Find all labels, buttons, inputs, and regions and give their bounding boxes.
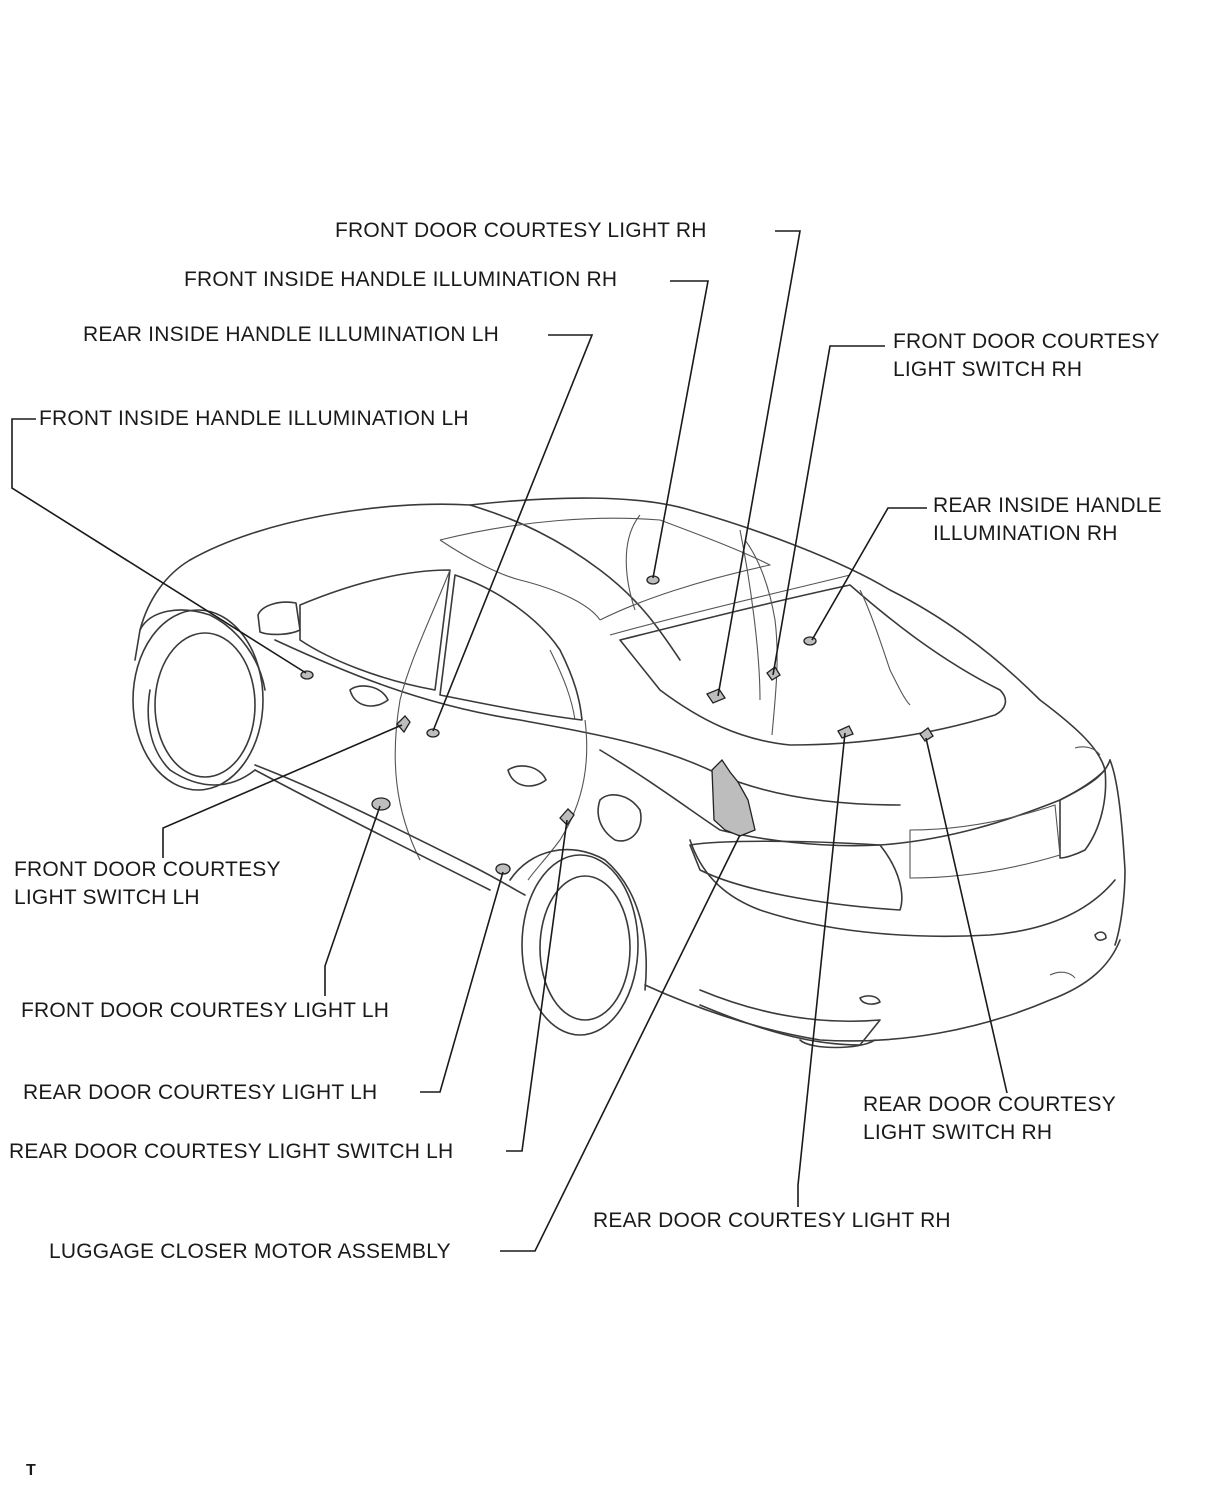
leader-rear-door-courtesy-light-switch-rh <box>925 737 1008 1094</box>
leader-front-inside-handle-illumination-rh <box>652 280 709 579</box>
label-front-inside-handle-illumination-rh: FRONT INSIDE HANDLE ILLUMINATION RH <box>184 268 618 291</box>
marker-front-inside-handle-illumination-lh <box>300 670 314 680</box>
marker-rear-inside-handle-illumination-rh <box>803 636 817 646</box>
marker-front-door-courtesy-light-lh <box>371 797 391 811</box>
leader-lines <box>11 230 1008 1252</box>
leader-rear-door-courtesy-light-lh <box>420 871 504 1093</box>
label-rear-inside-handle-illumination-rh: REAR INSIDE HANDLE ILLUMINATION RH <box>933 492 1162 548</box>
leader-rear-door-courtesy-light-switch-lh <box>506 819 568 1152</box>
label-line: LIGHT SWITCH RH <box>863 1121 1053 1144</box>
marker-rear-door-courtesy-light-switch-rh <box>919 727 934 742</box>
leader-rear-inside-handle-illumination-rh <box>811 507 927 641</box>
label-rear-door-courtesy-light-rh: REAR DOOR COURTESY LIGHT RH <box>593 1209 951 1232</box>
leader-front-door-courtesy-light-switch-lh <box>162 724 403 858</box>
leader-front-inside-handle-illumination-lh <box>11 418 307 674</box>
label-front-door-courtesy-light-switch-lh: FRONT DOOR COURTESY LIGHT SWITCH LH <box>14 856 281 912</box>
marker-front-door-courtesy-light-rh <box>706 688 726 704</box>
label-front-door-courtesy-light-rh: FRONT DOOR COURTESY LIGHT RH <box>335 219 707 242</box>
marker-rear-door-courtesy-light-switch-lh <box>559 808 575 827</box>
component-markers <box>300 575 934 875</box>
car-body <box>132 497 1126 1049</box>
leader-luggage-closer-motor-assembly <box>500 834 741 1252</box>
label-rear-inside-handle-illumination-lh: REAR INSIDE HANDLE ILLUMINATION LH <box>83 323 499 346</box>
leader-front-door-courtesy-light-switch-rh <box>772 345 885 676</box>
label-rear-door-courtesy-light-lh: REAR DOOR COURTESY LIGHT LH <box>23 1081 378 1104</box>
figure-code: T <box>26 1462 36 1479</box>
label-front-inside-handle-illumination-lh: FRONT INSIDE HANDLE ILLUMINATION LH <box>39 407 469 430</box>
leader-rear-inside-handle-illumination-lh <box>432 334 594 732</box>
leader-rear-door-courtesy-light-rh <box>797 732 846 1207</box>
leader-front-door-courtesy-light-lh <box>324 805 381 996</box>
marker-luggage-closer-motor-assembly <box>711 758 756 837</box>
label-front-door-courtesy-light-lh: FRONT DOOR COURTESY LIGHT LH <box>21 999 390 1022</box>
label-line: ILLUMINATION RH <box>933 522 1118 545</box>
label-luggage-closer-motor-assembly: LUGGAGE CLOSER MOTOR ASSEMBLY <box>49 1240 451 1263</box>
label-rear-door-courtesy-light-switch-rh: REAR DOOR COURTESY LIGHT SWITCH RH <box>863 1091 1116 1147</box>
label-rear-door-courtesy-light-switch-lh: REAR DOOR COURTESY LIGHT SWITCH LH <box>9 1140 454 1163</box>
label-line: FRONT DOOR COURTESY <box>14 858 281 881</box>
label-line: FRONT DOOR COURTESY <box>893 330 1160 353</box>
leader-front-door-courtesy-light-rh <box>717 230 801 697</box>
label-front-door-courtesy-light-switch-rh: FRONT DOOR COURTESY LIGHT SWITCH RH <box>893 328 1160 384</box>
label-line: REAR DOOR COURTESY <box>863 1093 1116 1116</box>
label-line: REAR INSIDE HANDLE <box>933 494 1162 517</box>
label-line: LIGHT SWITCH RH <box>893 358 1083 381</box>
marker-rear-door-courtesy-light-rh <box>837 725 854 739</box>
label-line: LIGHT SWITCH LH <box>14 886 200 909</box>
marker-front-door-courtesy-light-switch-lh <box>396 715 411 734</box>
